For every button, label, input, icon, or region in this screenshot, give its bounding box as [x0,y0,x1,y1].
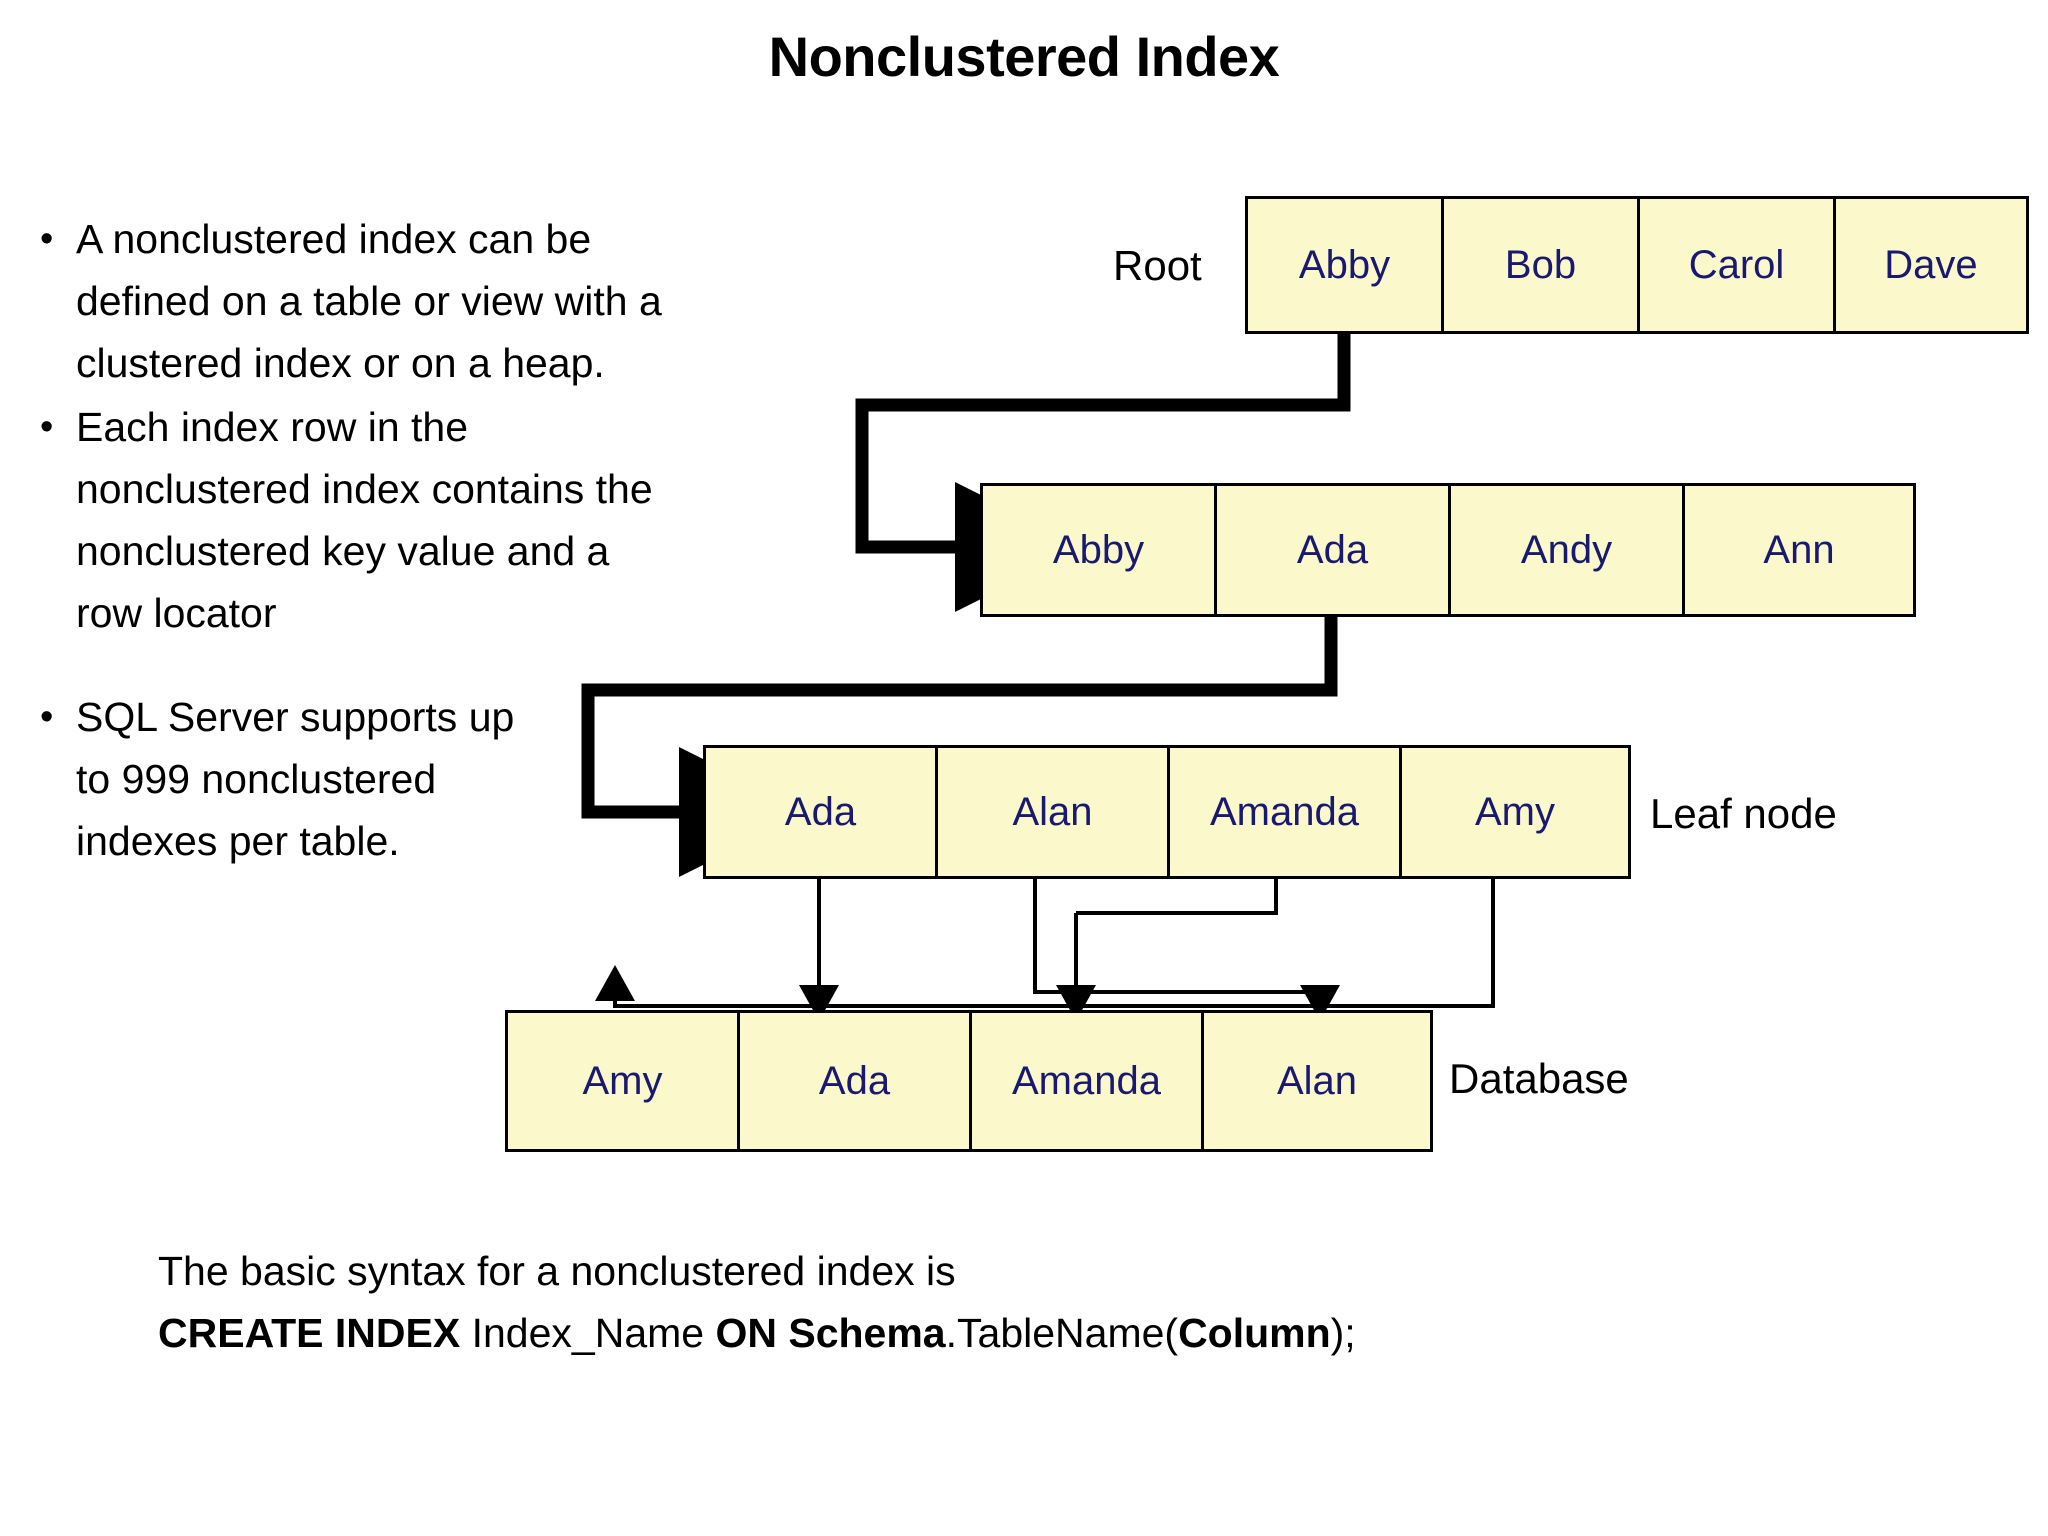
bullet-dot-icon: • [40,218,54,260]
root-cell[interactable]: Dave [1833,196,2029,334]
root-label: Root [1113,242,1202,289]
root-cell[interactable]: Abby [1245,196,1441,334]
syntax-token: Column [1178,1310,1331,1356]
leaf-node-label: Leaf node [1650,790,1837,837]
bullet-dot-icon: • [40,406,54,448]
connector-leaf-amanda-to-db-amanda [1056,879,1278,1021]
root-cell[interactable]: Bob [1441,196,1637,334]
page-title: Nonclustered Index [768,25,1280,88]
intermediate-cell[interactable]: Ada [1214,483,1448,617]
intermediate-cell[interactable]: Abby [980,483,1214,617]
connector-leaf-alan-to-db-alan [1033,879,1340,1021]
list-item: • Each index row in the nonclustered ind… [32,396,762,644]
bullet-text: A nonclustered index can be defined on a… [76,216,662,386]
database-cell[interactable]: Amy [505,1010,737,1152]
syntax-caption: The basic syntax for a nonclustered inde… [158,1240,1356,1364]
list-item: • SQL Server supports up to 999 nonclust… [32,686,762,872]
leaf-cell[interactable]: Alan [935,745,1167,879]
intermediate-cell[interactable]: Andy [1448,483,1682,617]
database-cell[interactable]: Ada [737,1010,969,1152]
bullet-text: Each index row in the nonclustered index… [76,404,653,636]
bullet-list: • A nonclustered index can be defined on… [32,208,762,874]
syntax-token: ); [1330,1310,1356,1356]
bullet-text: SQL Server supports up to 999 noncluster… [76,694,515,864]
database-cell[interactable]: Amanda [969,1010,1201,1152]
connector-leaf-amy-to-db-amy [595,879,1495,1008]
bullet-dot-icon: • [40,696,54,738]
database-label: Database [1449,1055,1629,1102]
syntax-token: Index_Name [471,1310,716,1356]
leaf-cell[interactable]: Amy [1399,745,1631,879]
root-node-row: Abby Bob Carol Dave [1245,196,2029,334]
intermediate-cell[interactable]: Ann [1682,483,1916,617]
leaf-cell[interactable]: Ada [703,745,935,879]
syntax-token: .TableName( [945,1310,1179,1356]
root-cell[interactable]: Carol [1637,196,1833,334]
intermediate-node-row: Abby Ada Andy Ann [980,483,1916,617]
syntax-code-line: CREATE INDEX Index_Name ON Schema.TableN… [158,1302,1356,1364]
syntax-token: ON Schema [715,1310,946,1356]
database-node-row: Amy Ada Amanda Alan [505,1010,1433,1152]
syntax-intro-line: The basic syntax for a nonclustered inde… [158,1248,956,1294]
list-item: • A nonclustered index can be defined on… [32,208,762,394]
leaf-node-row: Ada Alan Amanda Amy [703,745,1631,879]
syntax-token: CREATE INDEX [158,1310,472,1356]
database-cell[interactable]: Alan [1201,1010,1433,1152]
leaf-cell[interactable]: Amanda [1167,745,1399,879]
